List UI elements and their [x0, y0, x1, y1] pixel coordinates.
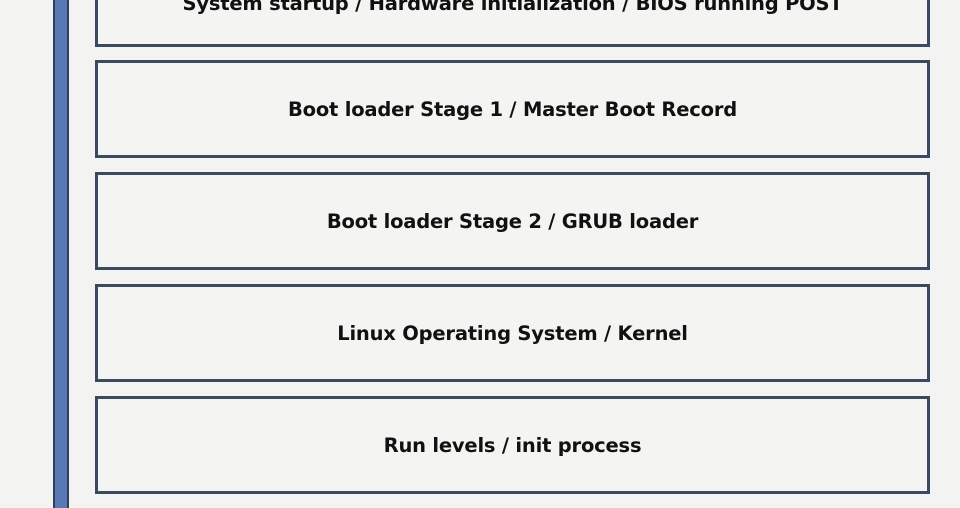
stage-kernel: Linux Operating System / Kernel [95, 284, 930, 382]
stage-mbr: Boot loader Stage 1 / Master Boot Record [95, 60, 930, 158]
stage-label: Linux Operating System / Kernel [337, 321, 688, 345]
stage-bios-post: System startup / Hardware initialization… [95, 0, 930, 47]
timeline-rail [53, 0, 69, 508]
stage-label: Boot loader Stage 1 / Master Boot Record [287, 97, 738, 121]
stage-label: Boot loader Stage 2 / GRUB loader [326, 209, 699, 233]
stage-label: System startup / Hardware initialization… [182, 0, 843, 15]
stage-label: Run levels / init process [383, 433, 642, 457]
stage-grub: Boot loader Stage 2 / GRUB loader [95, 172, 930, 270]
stage-init: Run levels / init process [95, 396, 930, 494]
